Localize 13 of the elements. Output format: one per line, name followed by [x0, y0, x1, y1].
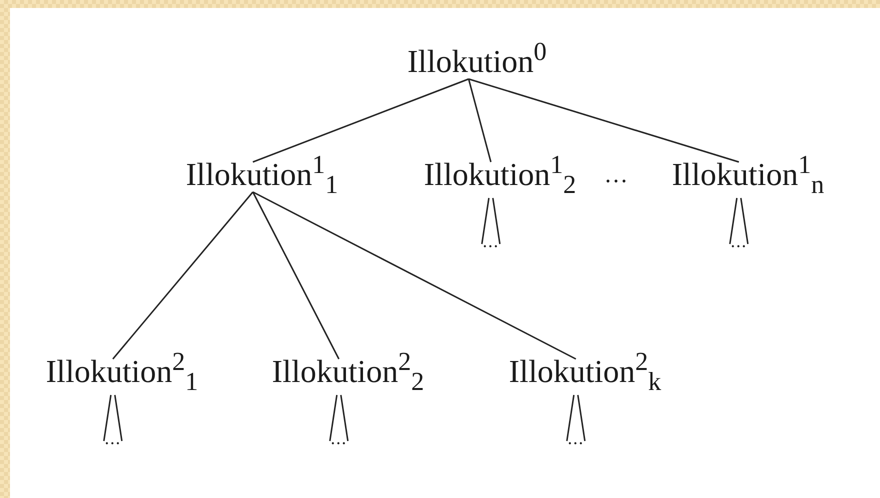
ellipsis-text: ...	[482, 232, 500, 250]
tree-branch-line	[112, 192, 254, 360]
ellipsis-text: ···	[604, 170, 628, 194]
tree-branch-line	[468, 78, 740, 163]
tree-branch-line	[468, 78, 492, 162]
ellipsis-text: ...	[104, 429, 122, 447]
ellipsis-text: ...	[330, 429, 348, 447]
tree-branch-line	[252, 192, 340, 360]
ellipsis-text: ...	[730, 232, 748, 250]
ellipsis-text: ...	[568, 429, 584, 447]
tree-branch-line	[252, 78, 469, 163]
node-label: Illokution$^{0}$	[407, 45, 547, 77]
tree-branch-line	[252, 191, 576, 360]
